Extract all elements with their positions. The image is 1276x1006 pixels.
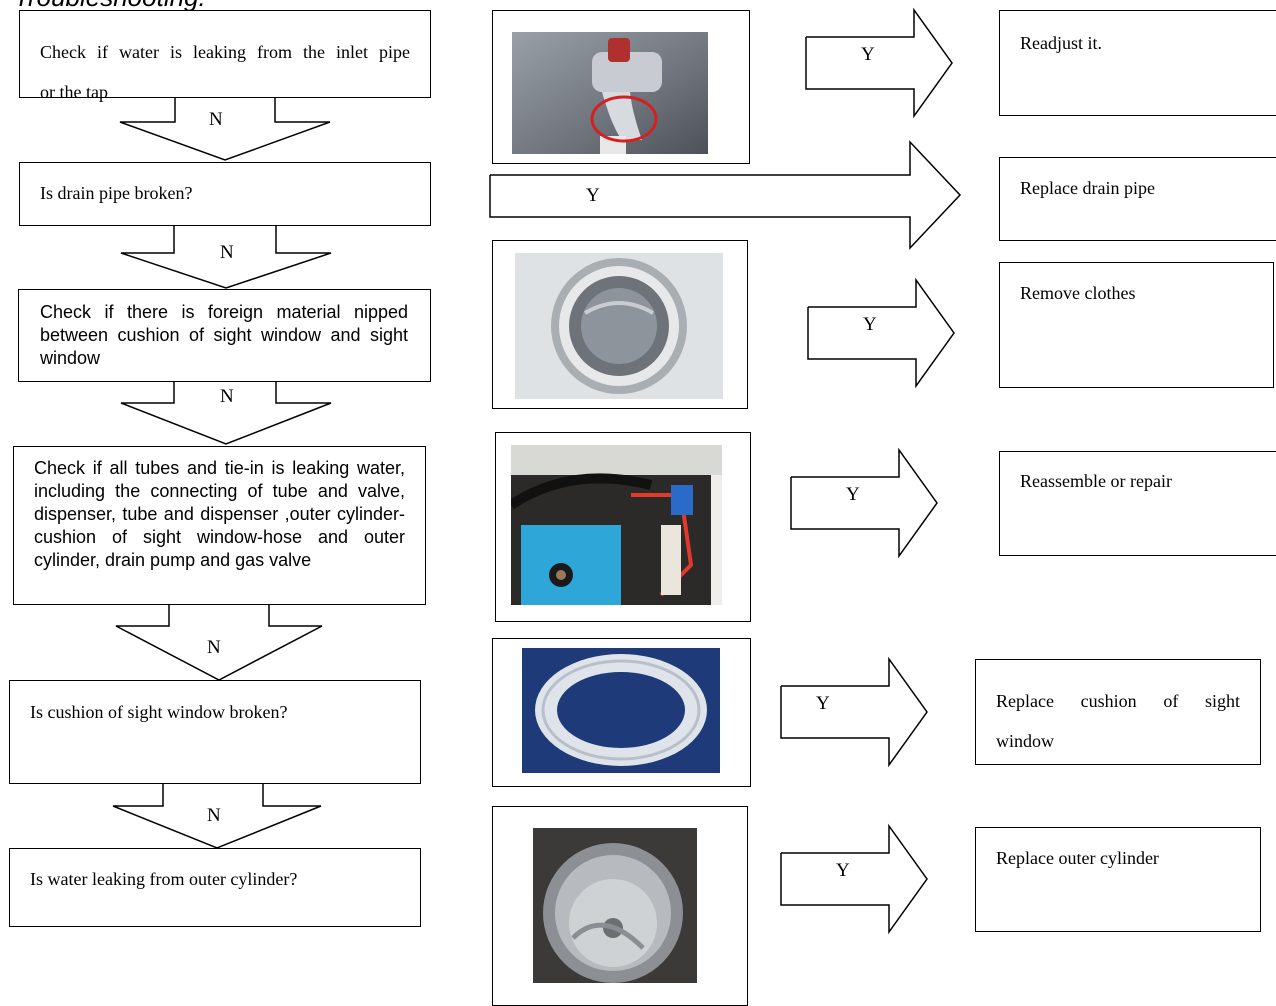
photo-frame-sight-window xyxy=(492,240,748,409)
down-arrow-4-icon xyxy=(115,605,323,681)
check-text-outer-cylinder: Is water leaking from outer cylinder? xyxy=(30,869,298,889)
check-box-cushion-broken: Is cushion of sight window broken? xyxy=(9,680,421,784)
action-text-replace-drain-pipe: Replace drain pipe xyxy=(1020,178,1155,198)
right-arrow-2-icon xyxy=(489,140,962,250)
no-label-4: N xyxy=(207,637,221,658)
right-arrow-3-icon xyxy=(807,277,955,389)
photo-frame-cushion xyxy=(492,638,751,787)
yes-label-3: Y xyxy=(863,314,877,335)
sight-window-photo-icon xyxy=(515,253,723,399)
down-arrow-2-icon xyxy=(120,226,332,289)
check-box-foreign-material: Check if there is foreign material nippe… xyxy=(18,289,431,382)
photo-frame-tap xyxy=(492,10,750,164)
tubes-photo-icon xyxy=(511,445,722,605)
action-text-readjust: Readjust it. xyxy=(1020,33,1102,53)
check-box-inlet-leak: Check if water is leaking from the inlet… xyxy=(19,10,431,102)
action-box-readjust: Readjust it. xyxy=(999,10,1276,116)
cushion-photo-icon xyxy=(522,648,720,773)
yes-label-2: Y xyxy=(586,185,600,206)
check-box-outer-cylinder: Is water leaking from outer cylinder? xyxy=(9,848,421,927)
no-label-2: N xyxy=(220,242,234,263)
down-arrow-5-icon xyxy=(112,784,322,849)
action-box-replace-drain-pipe: Replace drain pipe xyxy=(999,157,1276,241)
yes-label-1: Y xyxy=(861,44,875,65)
check-text-inlet-line1: Check if water is leaking from the inlet… xyxy=(40,42,410,62)
check-text-foreign-material: Check if there is foreign material nippe… xyxy=(40,302,408,368)
action-text-replace-cushion-line1: Replace cushion of sight xyxy=(996,691,1240,711)
page-heading: Troubleshooting: xyxy=(14,0,206,13)
yes-label-6: Y xyxy=(836,860,850,881)
yes-label-4: Y xyxy=(846,484,860,505)
right-arrow-1-icon xyxy=(805,7,953,119)
action-text-replace-outer-cylinder: Replace outer cylinder xyxy=(996,848,1159,868)
no-label-1: N xyxy=(209,109,223,130)
check-box-tubes-leak: Check if all tubes and tie-in is leaking… xyxy=(13,446,426,605)
action-box-replace-cushion: Replace cushion of sight window xyxy=(975,659,1261,765)
outer-cylinder-photo-icon xyxy=(533,828,697,983)
down-arrow-1-icon xyxy=(119,98,331,161)
check-text-inlet-line2: or the tap xyxy=(40,82,108,102)
action-text-reassemble: Reassemble or repair xyxy=(1020,471,1172,491)
check-text-tubes-leak: Check if all tubes and tie-in is leaking… xyxy=(34,458,405,570)
right-arrow-4-icon xyxy=(790,447,938,559)
right-arrow-5-icon xyxy=(780,656,928,768)
check-box-drain-pipe: Is drain pipe broken? xyxy=(19,162,431,226)
action-box-replace-outer-cylinder: Replace outer cylinder xyxy=(975,827,1261,932)
action-box-remove-clothes: Remove clothes xyxy=(999,262,1274,388)
photo-frame-outer-cylinder xyxy=(492,806,748,1006)
right-arrow-6-icon xyxy=(780,823,928,935)
no-label-5: N xyxy=(207,805,221,826)
check-text-drain-pipe: Is drain pipe broken? xyxy=(40,183,193,203)
check-text-cushion-broken: Is cushion of sight window broken? xyxy=(30,702,288,722)
yes-label-5: Y xyxy=(816,693,830,714)
action-box-reassemble: Reassemble or repair xyxy=(999,451,1276,556)
action-text-replace-cushion-line2: window xyxy=(996,731,1054,751)
tap-photo-icon xyxy=(512,32,708,154)
action-text-remove-clothes: Remove clothes xyxy=(1020,283,1136,303)
no-label-3: N xyxy=(220,386,234,407)
photo-frame-tubes xyxy=(495,432,751,622)
down-arrow-3-icon xyxy=(120,382,332,445)
